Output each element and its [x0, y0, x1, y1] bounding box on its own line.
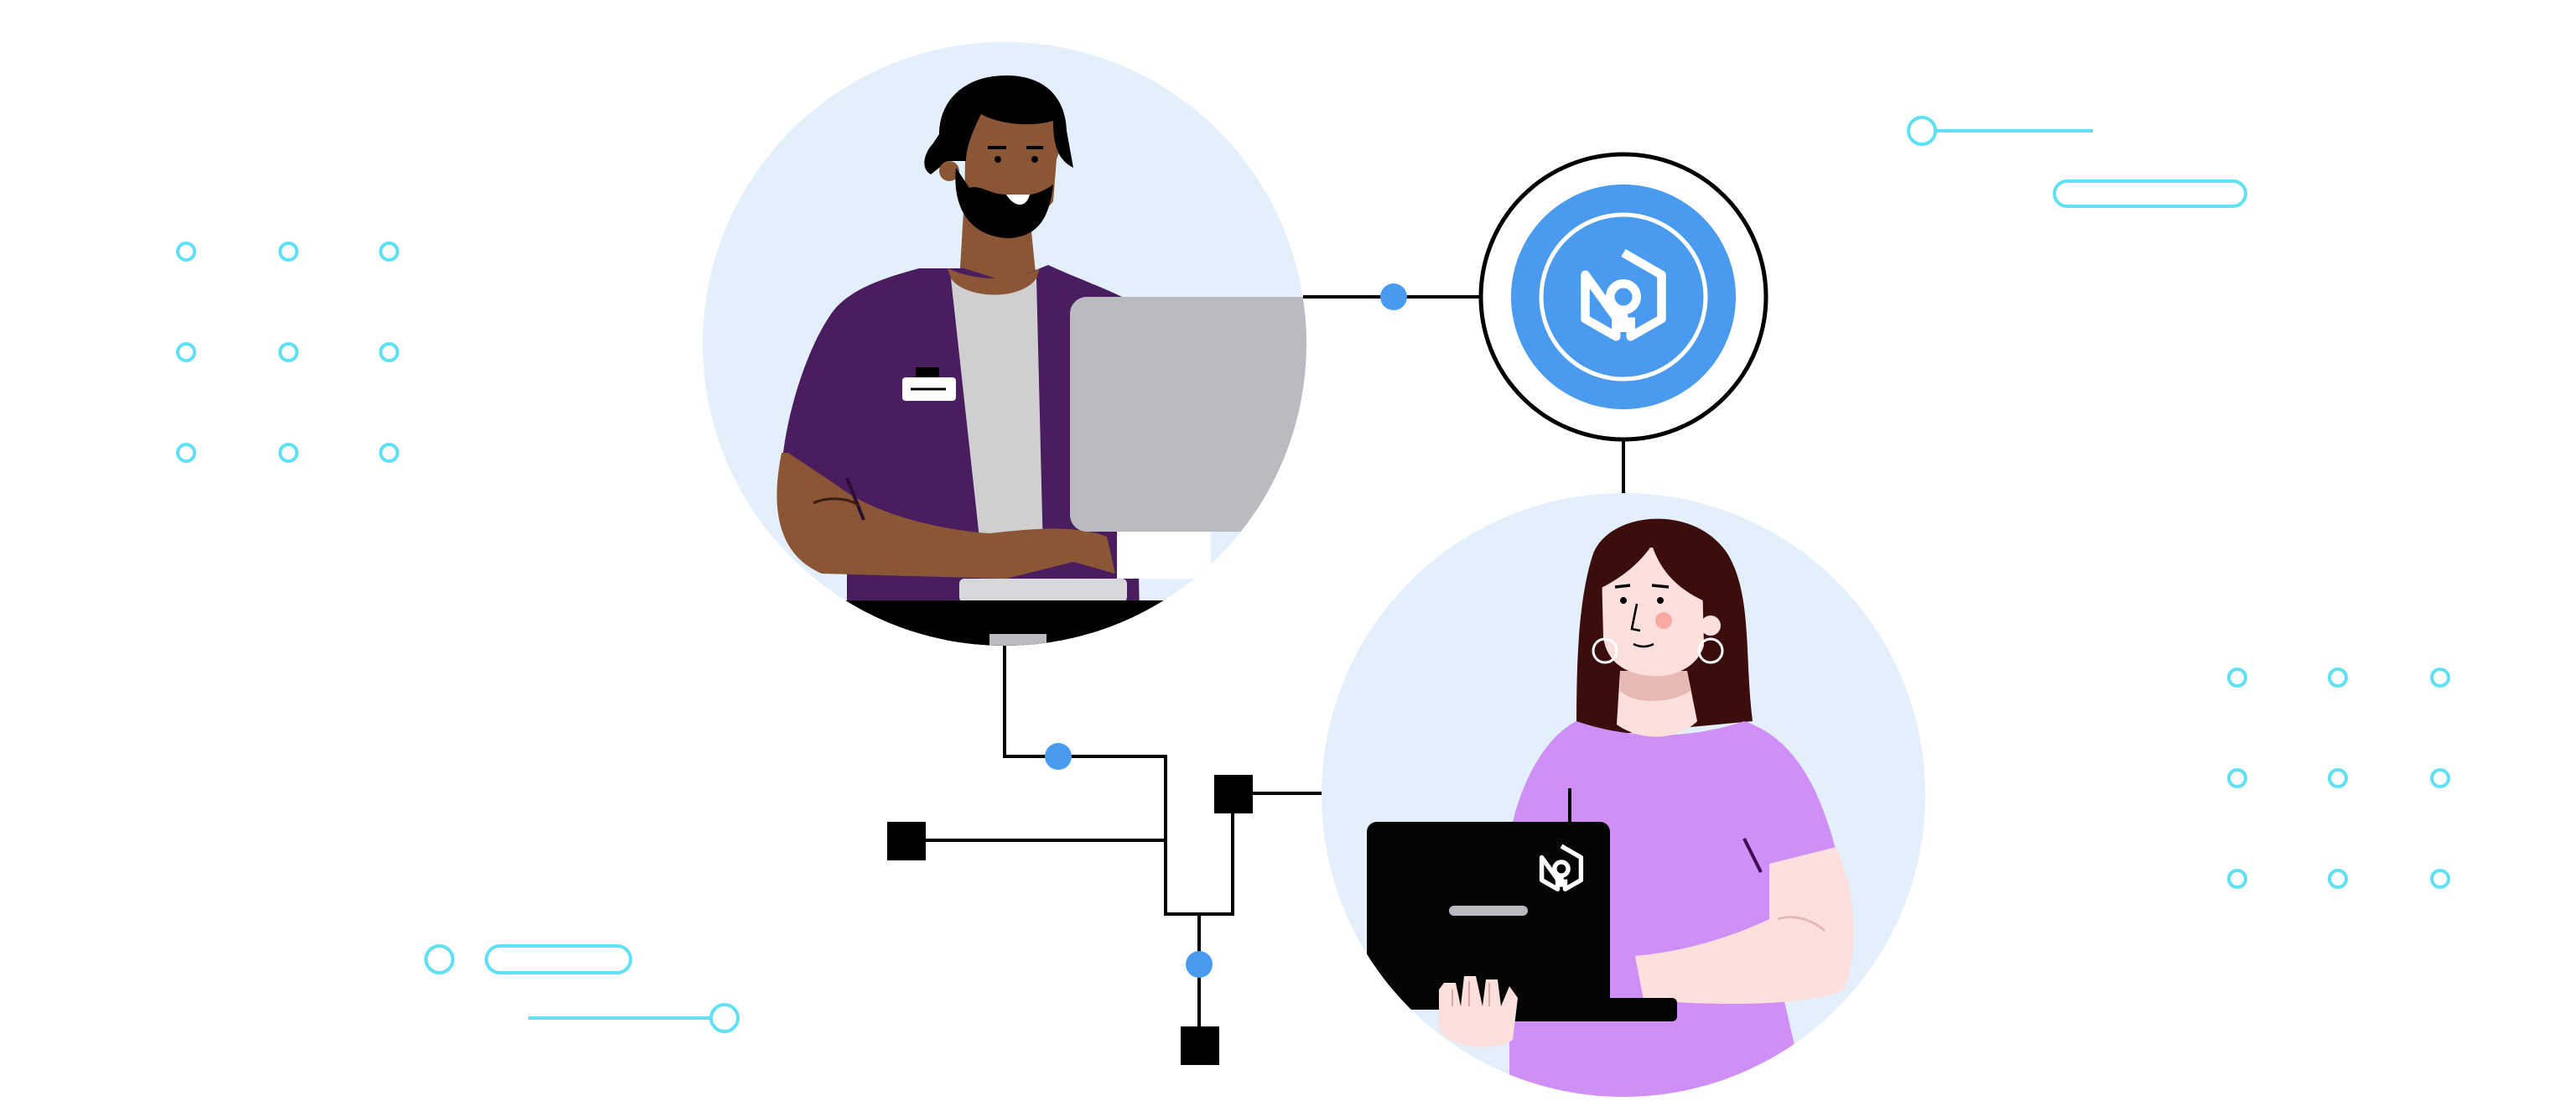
woman-with-laptop [1322, 493, 1925, 1097]
dot-icon [1380, 283, 1407, 310]
connector-nodes [887, 283, 1407, 1065]
dot-icon [1045, 743, 1072, 770]
dot-grid-left [176, 242, 399, 463]
square-icon [887, 822, 926, 860]
dot-icon [1186, 951, 1213, 978]
square-icon [1214, 775, 1253, 813]
square-icon [1181, 1026, 1219, 1065]
decor-pills-top-right [1907, 116, 2247, 208]
hub-logo [1478, 152, 1768, 442]
man-at-computer [703, 42, 1306, 646]
dot-grid-right [2227, 668, 2450, 889]
decor-pills-bottom-left [424, 944, 740, 1033]
